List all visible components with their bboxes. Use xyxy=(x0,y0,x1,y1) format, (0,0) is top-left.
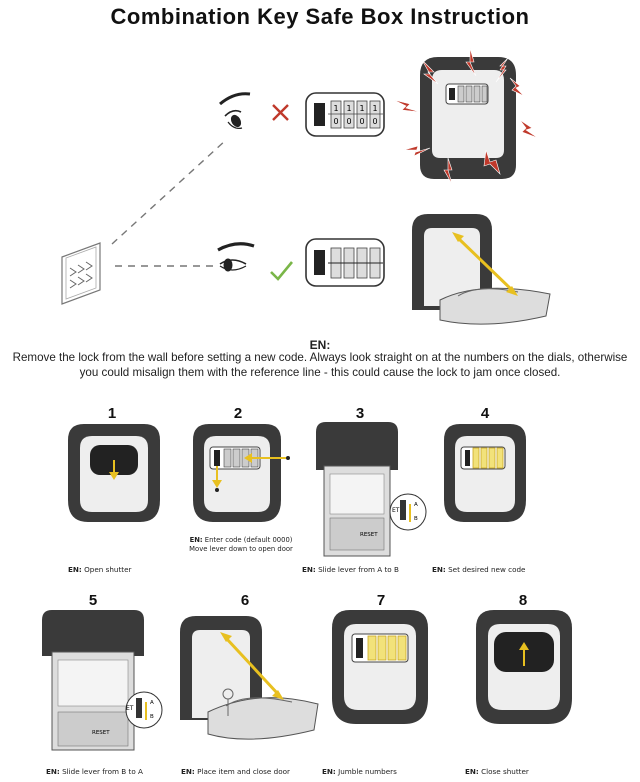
step8-caption: EN: Close shutter xyxy=(465,767,529,776)
dial-digit: 0 xyxy=(372,117,377,126)
step6-caption-text: Place item and close door xyxy=(197,767,290,776)
page-title: Combination Key Safe Box Instruction xyxy=(110,4,530,29)
step7-caption-label: EN: xyxy=(322,767,336,776)
step8-caption-label: EN: xyxy=(465,767,479,776)
step7-caption-text: Jumble numbers xyxy=(338,767,397,776)
step1-illustration xyxy=(68,424,160,522)
cross-icon xyxy=(272,104,289,121)
step5-caption: EN: Slide lever from B to A xyxy=(46,767,143,776)
step2-note-line2: Move lever down to open door xyxy=(189,544,293,553)
step-number-5: 5 xyxy=(88,592,98,609)
lever-et-label: ET xyxy=(126,705,134,712)
step2-illustration xyxy=(193,424,290,522)
check-icon xyxy=(270,261,294,281)
warning-heading: EN: xyxy=(309,338,331,352)
lever-a-label: A xyxy=(150,700,154,706)
lever-a-label: A xyxy=(414,502,418,508)
step4-caption-label: EN: xyxy=(432,565,446,574)
lever-b-label: B xyxy=(150,714,154,720)
step-number-8: 8 xyxy=(518,592,528,609)
step2-note-line1: Enter code (default 0000) xyxy=(204,536,293,544)
step3-caption-text: Slide lever from A to B xyxy=(318,565,399,574)
dial-digit: 1 xyxy=(346,104,351,113)
step5-caption-text: Slide lever from B to A xyxy=(62,767,143,776)
dial-digit: 0 xyxy=(346,117,351,126)
sight-line-angled xyxy=(111,139,227,245)
wall-icon xyxy=(61,242,101,305)
dial-digit: 1 xyxy=(359,104,364,113)
step8-caption-text: Close shutter xyxy=(481,767,529,776)
step5-illustration: ET A B RESET xyxy=(42,610,163,751)
step4-caption: EN: Set desired new code xyxy=(432,565,525,574)
dial-digit: 0 xyxy=(359,117,364,126)
step6-caption-label: EN: xyxy=(181,767,195,776)
eye-angled-icon xyxy=(219,92,251,129)
step1-caption-text: Open shutter xyxy=(84,565,132,574)
step-number-2: 2 xyxy=(233,405,243,422)
step8-illustration xyxy=(476,610,572,724)
dial-digit: 0 xyxy=(333,117,338,126)
eye-straight-icon xyxy=(217,242,255,272)
dial-digit: 1 xyxy=(333,104,338,113)
step-number-6: 6 xyxy=(240,592,250,609)
step1-caption: EN: Open shutter xyxy=(68,565,131,574)
open-box-illustration xyxy=(412,214,551,325)
step-number-7: 7 xyxy=(376,592,386,609)
step-number-1: 1 xyxy=(107,405,117,422)
step1-caption-label: EN: xyxy=(68,565,82,574)
lever-b-label: B xyxy=(414,516,418,522)
reset-label: RESET xyxy=(92,730,110,736)
step-number-3: 3 xyxy=(355,405,365,422)
jammed-box-illustration xyxy=(393,47,539,185)
reset-label: RESET xyxy=(360,532,378,538)
step6-caption: EN: Place item and close door xyxy=(181,767,290,776)
step-number-4: 4 xyxy=(480,405,490,422)
step2-note-label: EN: xyxy=(189,536,203,544)
step7-illustration xyxy=(332,610,428,724)
step4-illustration xyxy=(444,424,526,522)
step3-caption-label: EN: xyxy=(302,565,316,574)
lever-et-label: ET xyxy=(392,507,400,514)
step2-note: EN: Enter code (default 0000) Move lever… xyxy=(176,536,306,553)
step4-caption-text: Set desired new code xyxy=(448,565,526,574)
dial-digit: 1 xyxy=(372,104,377,113)
dial-panel-correct xyxy=(305,238,385,287)
warning-text: Remove the lock from the wall before set… xyxy=(12,351,628,379)
step7-caption: EN: Jumble numbers xyxy=(322,767,397,776)
step3-illustration: ET A B RESET xyxy=(316,422,427,557)
step6-illustration xyxy=(180,616,319,740)
step5-caption-label: EN: xyxy=(46,767,60,776)
dial-panel-wrong: 1 1 1 1 0 0 0 0 xyxy=(305,92,385,137)
step3-caption: EN: Slide lever from A to B xyxy=(302,565,399,574)
